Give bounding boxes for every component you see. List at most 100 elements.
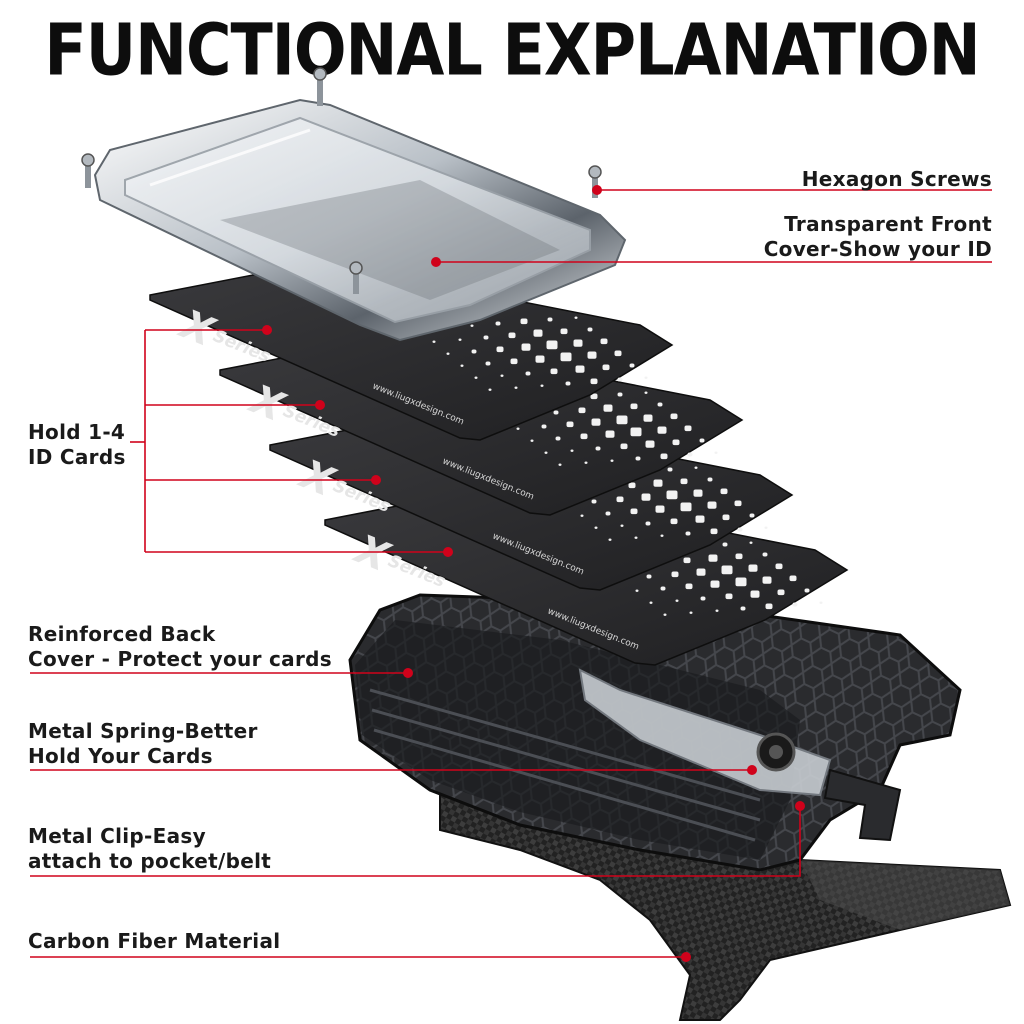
card-dot [670,413,678,420]
card-dot [630,508,638,515]
transparent-front-cover [93,98,627,342]
card-dot [684,425,692,432]
card-dot [675,599,679,602]
card-dot [710,528,718,535]
card-dot [485,361,491,366]
card-dot [708,554,718,562]
card-dot [630,403,638,410]
card-dot [510,358,518,365]
card-dot [580,433,588,440]
id-card-stack: XSerieswww.liugxdesign.comXSerieswww.liu… [149,261,849,666]
card-dot [525,371,531,376]
card-dot [516,427,520,430]
card-dot [721,565,733,575]
card-dot [694,466,698,469]
card-dot [804,588,810,593]
card-dot [689,611,693,614]
card-dot [535,355,545,363]
card-dot [644,391,648,394]
card-dot [693,489,703,497]
card-dot [594,526,598,529]
card-dot [707,501,717,509]
card-dot [578,407,586,414]
card-dot [680,502,692,512]
card-dot [749,513,755,518]
card-dot [605,511,611,516]
card-dot [608,538,612,541]
card-dot [657,426,667,434]
card-dot [587,351,597,359]
card-dot [653,479,663,487]
card-dot [533,329,543,337]
card-dot [777,589,785,596]
card-dot [720,488,728,495]
card-dot [735,553,743,560]
card-dot [740,606,746,611]
card-dot [496,346,504,353]
card-dot [446,352,450,355]
card-dot [725,593,733,600]
card-dot [544,451,548,454]
card-dot [574,316,578,319]
card-dot [602,364,610,371]
card-dot [660,586,666,591]
card-dot [789,575,797,582]
card-dot [660,453,668,460]
card-dot [580,514,584,517]
card-dot [565,381,571,386]
card-dot [737,527,743,532]
card-dot [547,317,553,322]
card-dot [432,340,436,343]
card-dot [620,443,628,450]
card-dot [628,482,636,489]
card-dot [649,601,653,604]
card-dot [663,613,667,616]
card-dot [471,349,477,354]
card-dot [683,557,691,564]
screw [81,153,95,188]
card-dot [634,536,638,539]
card-dot [657,402,663,407]
card-dot [570,449,574,452]
card-dot [560,352,572,362]
card-dot [616,415,628,425]
card-dot [573,339,583,347]
card-dot [646,574,652,579]
card-dot [750,590,760,598]
card-dot [555,436,561,441]
card-dot [671,571,679,578]
card-dot [541,424,547,429]
card-dot [591,499,597,504]
card-dot [819,601,823,604]
card-dot [680,478,688,485]
card-dot [645,521,651,526]
card-dot [696,568,706,576]
card-dot [616,496,624,503]
card-dot [775,563,783,570]
card-dot [645,440,655,448]
card-dot [687,452,693,457]
card-dot [558,463,562,466]
hexagon-screws [81,67,602,294]
card-dot [734,500,742,507]
callout-carbon-fiber: Carbon Fiber Material [28,929,281,953]
card-dot [707,477,713,482]
callout-hexagon-screws: Hexagon Screws [801,167,992,191]
callout-hold-cards: Hold 1-4 ID Cards [28,420,126,469]
card-dot [699,438,705,443]
screw [313,67,327,106]
card-dot [553,410,559,415]
card-dot [685,583,693,590]
screw [588,165,602,198]
card-dot [470,324,474,327]
card-dot [714,451,718,454]
screw [349,261,363,294]
callout-metal-spring: Metal Spring-Better Hold Your Cards [28,719,258,768]
card-dot [722,514,730,521]
card-dot [591,418,601,426]
card-dot [722,542,728,547]
card-dot [590,393,598,400]
card-dot [655,505,665,513]
card-dot [566,421,574,428]
